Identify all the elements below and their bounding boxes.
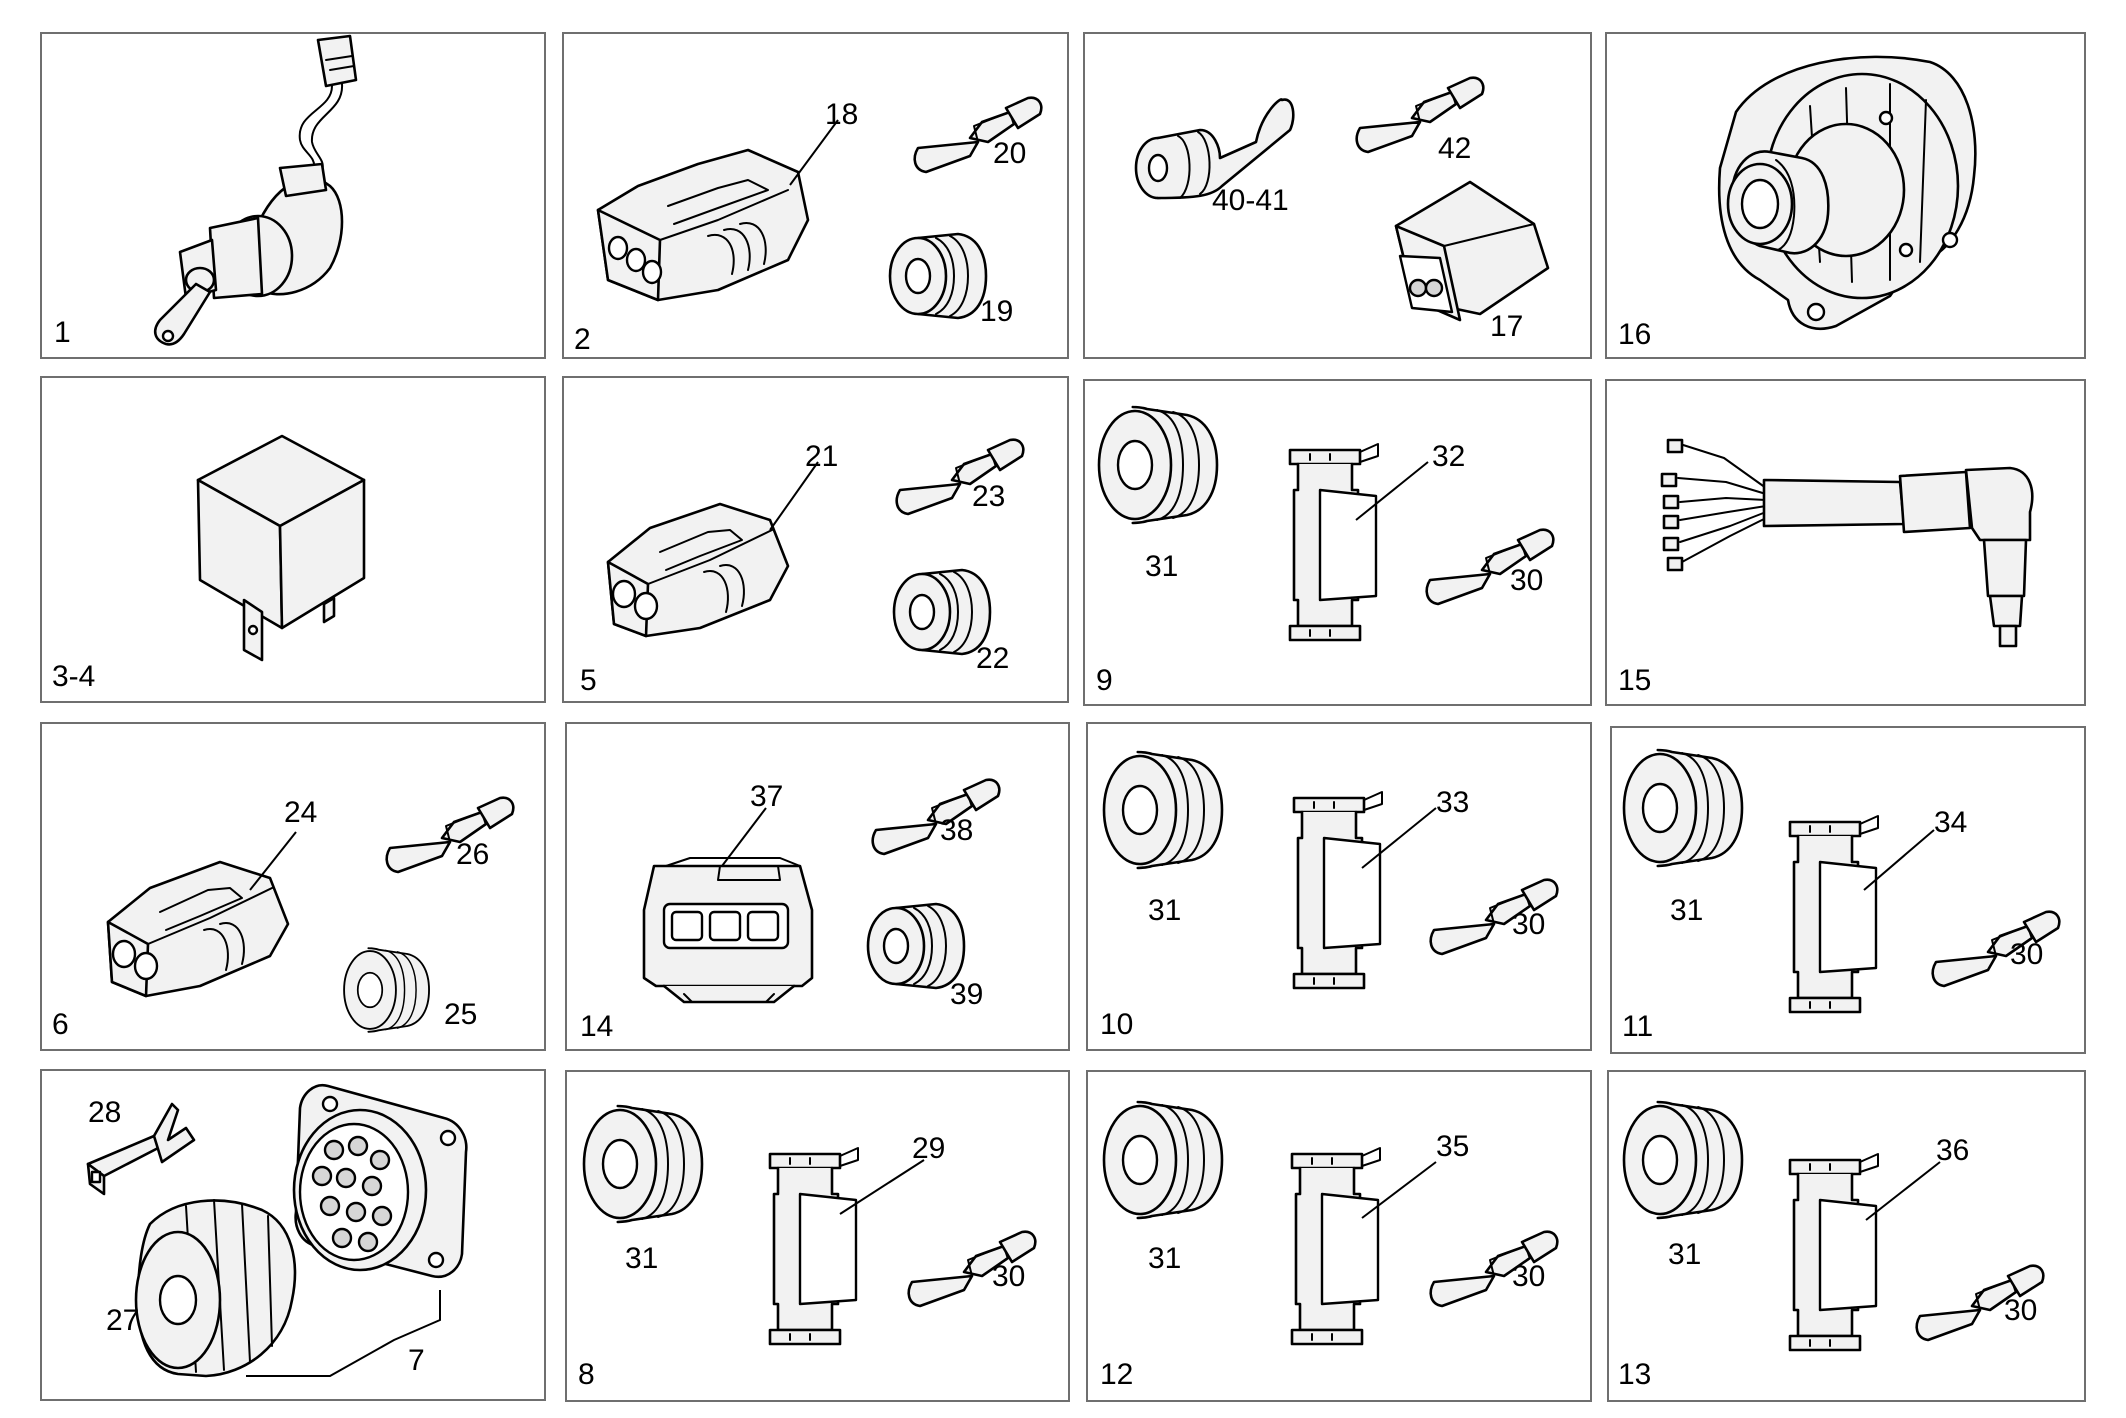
panel-label: 10: [1100, 1008, 1133, 1041]
panel-11: 31 34 30 11: [1610, 726, 2086, 1054]
panel-15: 15: [1605, 379, 2086, 706]
seal-illustration: [1102, 750, 1224, 870]
seal-illustration: [1097, 405, 1219, 525]
panel-label: 5: [580, 664, 597, 697]
relay-illustration: [196, 434, 366, 662]
callout-label: 31: [1670, 894, 1703, 927]
connector-housing-illustration: [606, 502, 790, 638]
callout-label: 19: [980, 295, 1013, 328]
seal-illustration: [582, 1104, 704, 1224]
callout-label: 29: [912, 1132, 945, 1165]
callout-label: 31: [1148, 894, 1181, 927]
callout-label: 21: [805, 440, 838, 473]
panel-label: 7: [408, 1344, 425, 1377]
callout-label: 35: [1436, 1130, 1469, 1163]
callout-label: 30: [992, 1260, 1025, 1293]
panel-14: 37 38 39 14: [565, 722, 1070, 1051]
callout-label: 31: [1148, 1242, 1181, 1275]
panel-8: 31 29 30 8: [565, 1070, 1070, 1402]
panel-12: 31 35 30 12: [1086, 1070, 1592, 1402]
panel-3-4: 3-4: [40, 376, 546, 703]
panel-9: 31 32 30 9: [1083, 379, 1592, 706]
three-way-connector-illustration: [642, 857, 814, 1004]
panel-1: 1: [40, 32, 546, 359]
seal-illustration: [1622, 748, 1744, 868]
callout-label: 27: [106, 1304, 139, 1337]
callout-label: 31: [625, 1242, 658, 1275]
flange-socket-illustration: [292, 1083, 468, 1279]
callout-label: 42: [1438, 132, 1471, 165]
callout-label: 36: [1936, 1134, 1969, 1167]
panel-label: 8: [578, 1358, 595, 1391]
panel-13: 31 36 30 13: [1607, 1070, 2086, 1402]
callout-label: 24: [284, 796, 317, 829]
panel-2: 18 20 19 2: [562, 32, 1069, 359]
panel-5: 21 23 22 5: [562, 376, 1069, 703]
actuator-illustration: [153, 34, 358, 346]
panel-16: 16: [1605, 32, 2086, 359]
panel-label: 14: [580, 1010, 613, 1043]
callout-label: 31: [1668, 1238, 1701, 1271]
panel-6: 24 26 25 6: [40, 722, 546, 1051]
callout-label: 30: [1510, 564, 1543, 597]
callout-label: 30: [1512, 908, 1545, 941]
callout-label: 37: [750, 780, 783, 813]
panel-label: 15: [1618, 664, 1651, 697]
callout-label: 30: [1512, 1260, 1545, 1293]
callout-label: 26: [456, 838, 489, 871]
callout-label: 31: [1145, 550, 1178, 583]
callout-label: 22: [976, 642, 1009, 675]
alternator-illustration: [1717, 55, 1977, 331]
wiring-harness-illustration: [1660, 438, 2034, 648]
panel-label: 12: [1100, 1358, 1133, 1391]
panel-label: 17: [1490, 310, 1523, 343]
panel-label: 9: [1096, 664, 1113, 697]
panel-label: 2: [574, 323, 591, 356]
callout-label: 30: [2010, 938, 2043, 971]
callout-label: 20: [993, 137, 1026, 170]
callout-label: 34: [1934, 806, 1967, 839]
connector-housing-illustration: [106, 860, 290, 998]
panel-label: 1: [54, 316, 71, 349]
callout-label: 18: [825, 98, 858, 131]
wire-seal-illustration: [1134, 98, 1295, 200]
panel-label: 3-4: [52, 660, 95, 693]
callout-label: 38: [940, 814, 973, 847]
coupling-nut-illustration: [134, 1199, 297, 1378]
panel-10: 31 33 30 10: [1086, 722, 1592, 1051]
panel-label: 11: [1622, 1010, 1653, 1043]
seal-illustration: [888, 232, 988, 320]
callout-label: 40-41: [1212, 184, 1289, 217]
panel-17: 40-41 42 17: [1083, 32, 1592, 359]
panel-label: 16: [1618, 318, 1651, 351]
panel-label: 13: [1618, 1358, 1651, 1391]
callout-label: 28: [88, 1096, 121, 1129]
callout-label: 32: [1432, 440, 1465, 473]
callout-label: 30: [2004, 1294, 2037, 1327]
callout-label: 25: [444, 998, 477, 1031]
socket-housing-illustration: [1394, 180, 1550, 322]
callout-label: 23: [972, 480, 1005, 513]
seal-illustration: [1102, 1100, 1224, 1220]
seal-illustration: [343, 947, 430, 1033]
seal-illustration: [866, 902, 966, 990]
callout-label: 33: [1436, 786, 1469, 819]
panel-7: 28 27 7: [40, 1069, 546, 1401]
callout-label: 39: [950, 978, 983, 1011]
pin-illustration: [86, 1102, 196, 1196]
panel-label: 6: [52, 1008, 69, 1041]
seal-illustration: [1622, 1100, 1744, 1220]
